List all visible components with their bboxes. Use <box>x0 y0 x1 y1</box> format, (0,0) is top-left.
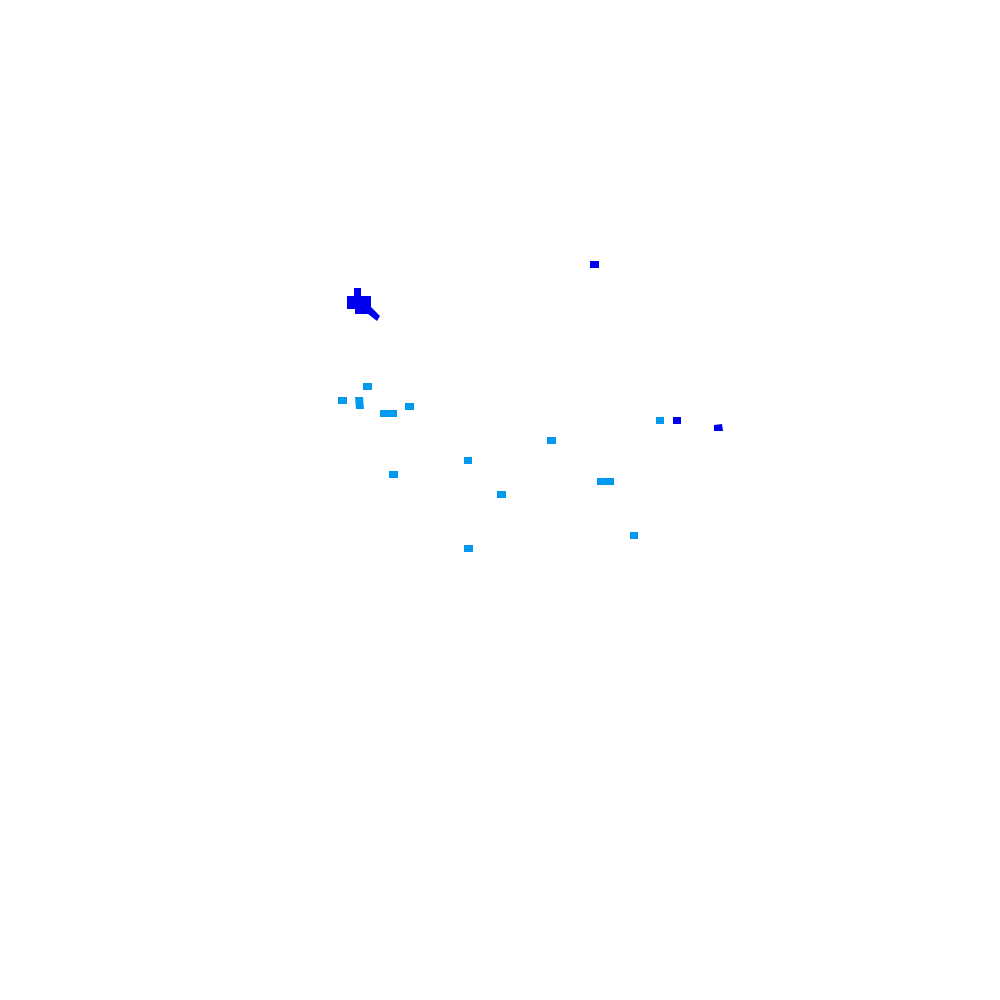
map-feature-light[interactable] <box>405 403 414 410</box>
map-feature-dark[interactable] <box>673 417 681 424</box>
map-feature-light[interactable] <box>464 457 472 464</box>
map-feature-light[interactable] <box>597 478 614 485</box>
map-feature-light[interactable] <box>656 417 664 424</box>
map-feature-light[interactable] <box>547 437 556 444</box>
map-feature-dark[interactable] <box>714 424 723 431</box>
map-feature-light[interactable] <box>389 471 398 478</box>
map-feature-light[interactable] <box>464 545 473 552</box>
map-feature-light[interactable] <box>338 397 347 404</box>
map-feature-light[interactable] <box>380 410 397 417</box>
map-feature-dark[interactable] <box>347 288 380 321</box>
map-feature-light[interactable] <box>363 383 372 390</box>
map-feature-light[interactable] <box>497 491 506 498</box>
map-feature-light[interactable] <box>630 532 638 539</box>
map-feature-light[interactable] <box>355 397 364 409</box>
map-feature-dark[interactable] <box>590 261 599 268</box>
features-layer <box>338 261 723 552</box>
